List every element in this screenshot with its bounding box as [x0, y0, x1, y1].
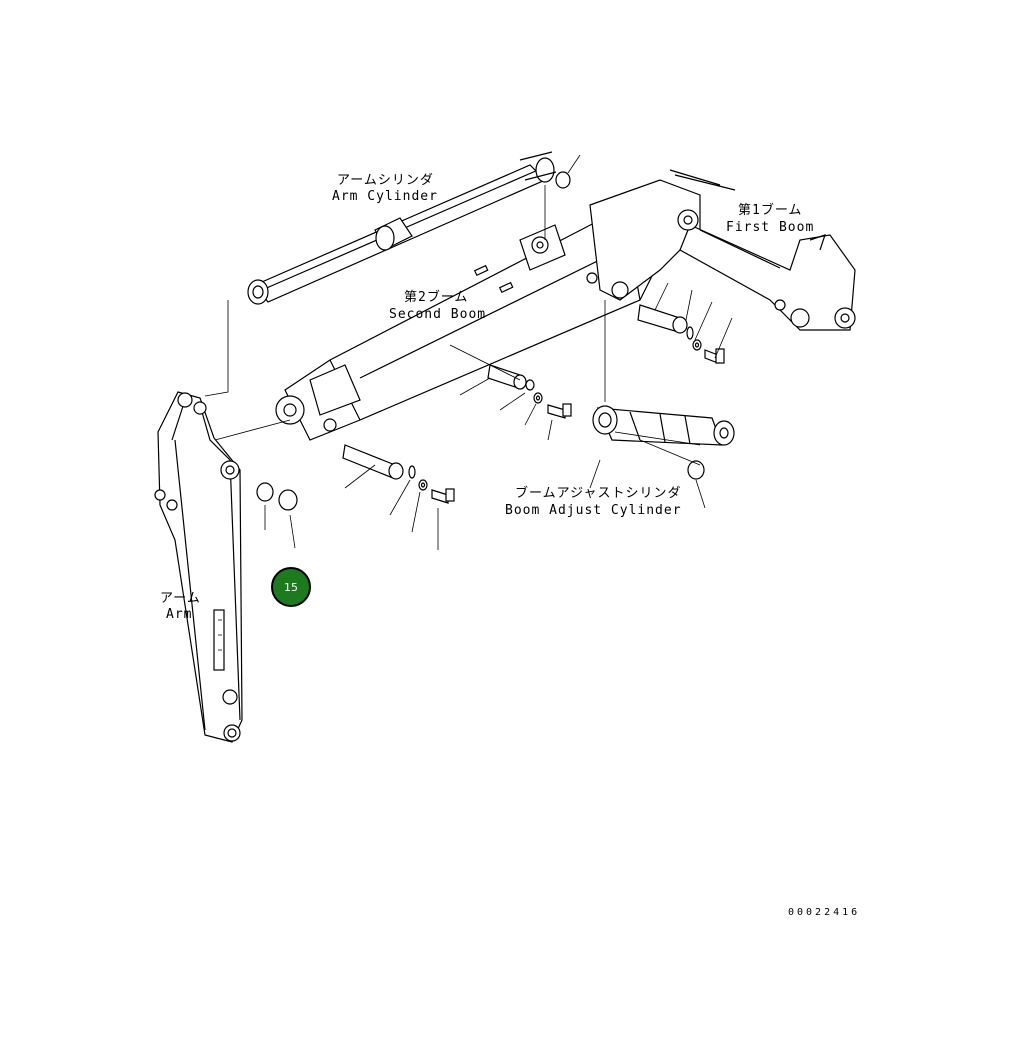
- arm-part: [154, 391, 243, 743]
- arm-label-jp: アーム: [160, 591, 201, 606]
- boom-adjust-label-en: Boom Adjust Cylinder: [505, 503, 682, 518]
- callout-number: 15: [284, 581, 298, 594]
- boom-adjust-label-jp: ブームアジャストシリンダ: [515, 485, 681, 501]
- first-boom-label-jp: 第1ブーム: [738, 202, 802, 218]
- labels: アームシリンダ Arm Cylinder 第1ブーム First Boom 第2…: [160, 173, 860, 918]
- first-boom-part: [586, 169, 856, 331]
- second-boom-label-jp: 第2ブーム: [404, 289, 468, 305]
- drawing-number: 00022416: [788, 907, 860, 918]
- second-boom-label-en: Second Boom: [389, 307, 486, 322]
- arm-cylinder-part: [247, 151, 557, 305]
- boom-adjust-cylinder-part: [592, 405, 735, 446]
- arm-cylinder-label-jp: アームシリンダ: [337, 173, 434, 188]
- arm-cylinder-label-en: Arm Cylinder: [332, 189, 438, 204]
- callout-15[interactable]: 15: [271, 567, 311, 607]
- hardware-parts: [256, 171, 725, 511]
- callout-circle[interactable]: [271, 567, 311, 607]
- first-boom-label-en: First Boom: [726, 220, 814, 235]
- leader-lines: [204, 154, 733, 550]
- arm-label-en: Arm: [166, 607, 192, 622]
